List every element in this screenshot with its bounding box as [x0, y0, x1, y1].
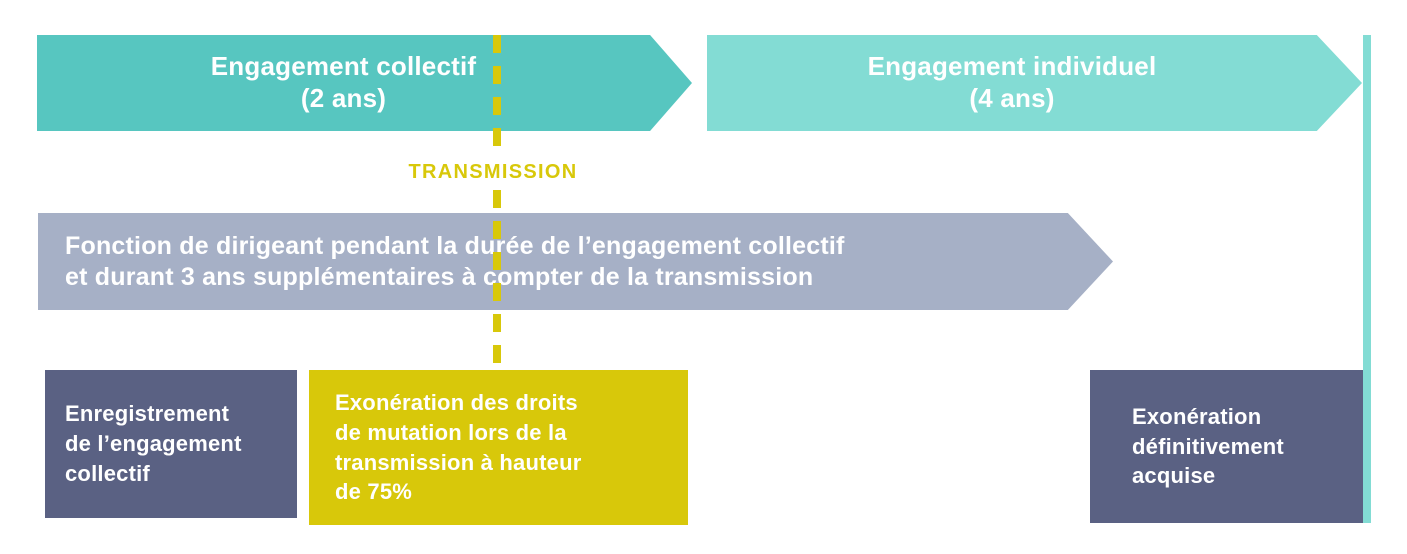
engagement-individuel-label: Engagement individuel (4 ans)	[867, 51, 1157, 113]
arrow-engagement-collectif: Engagement collectif (2 ans)	[37, 35, 692, 131]
engagement-collectif-label: Engagement collectif (2 ans)	[210, 51, 477, 113]
box-exoneration-mutation: Exonération des droits de mutation lors …	[309, 370, 688, 525]
exoneration-acquise-label: Exonération définitivement acquise	[1132, 403, 1284, 489]
arrow-engagement-collectif-body: Engagement collectif (2 ans)	[37, 35, 650, 131]
arrow-engagement-individuel-body: Engagement individuel (4 ans)	[707, 35, 1317, 131]
arrow-engagement-individuel: Engagement individuel (4 ans)	[707, 35, 1362, 131]
exoneration-mutation-label: Exonération des droits de mutation lors …	[335, 389, 582, 505]
box-exoneration-acquise: Exonération définitivement acquise	[1090, 370, 1367, 523]
transmission-label: TRANSMISSION	[398, 158, 588, 187]
box-enregistrement-engagement: Enregistrement de l’engagement collectif	[45, 370, 297, 518]
transmission-dashed-line	[493, 35, 501, 371]
enregistrement-label: Enregistrement de l’engagement collectif	[65, 401, 242, 486]
timeline-end-line	[1363, 35, 1371, 523]
arrow-fonction-dirigeant: Fonction de dirigeant pendant la durée d…	[38, 213, 1113, 310]
arrow-fonction-dirigeant-body: Fonction de dirigeant pendant la durée d…	[38, 213, 1113, 310]
fonction-dirigeant-label: Fonction de dirigeant pendant la durée d…	[65, 231, 845, 291]
